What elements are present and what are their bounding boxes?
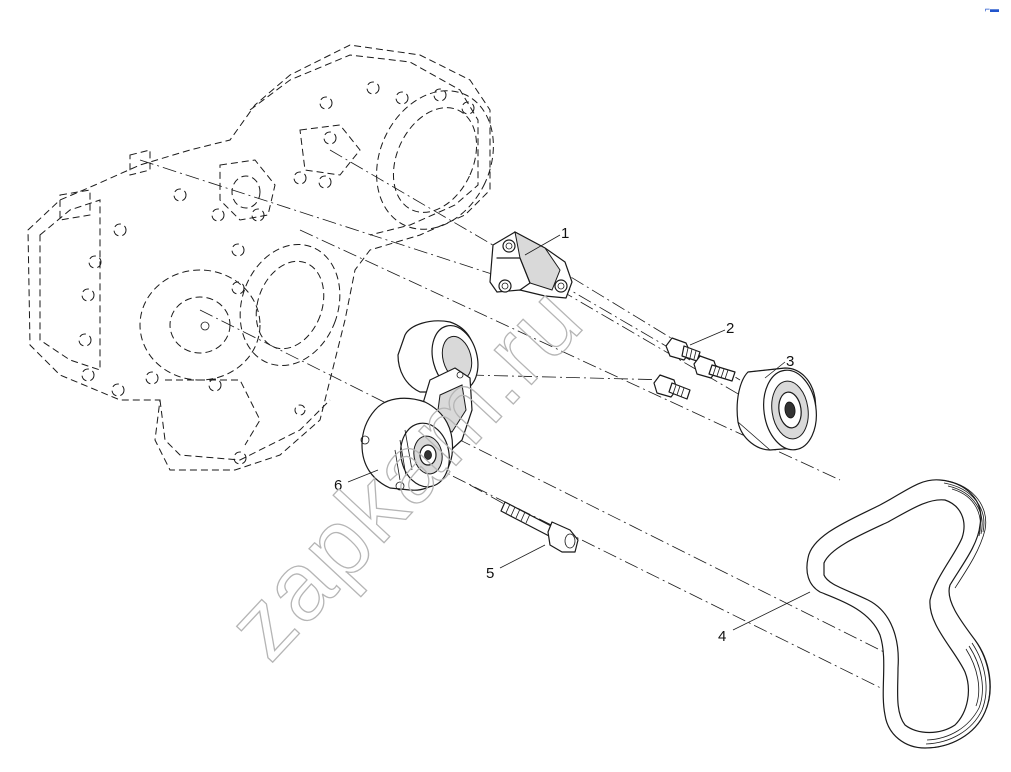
callout-label-4: 4	[718, 628, 726, 645]
callout-5: 5	[486, 544, 546, 582]
watermark-text: zapkam.ru	[207, 265, 603, 679]
callout-label-1: 1	[561, 225, 569, 242]
bolt-a	[665, 337, 701, 362]
poly-v-belt-part	[806, 479, 991, 749]
belt-tensioner-part	[360, 320, 479, 491]
callout-label-6: 6	[334, 477, 342, 494]
callout-6: 6	[334, 469, 379, 494]
cover-bolt-holes	[78, 81, 475, 465]
long-bolt-part	[500, 501, 579, 553]
idler-pulley-part	[736, 367, 817, 451]
assembly-axis-lines	[139, 149, 911, 701]
bolt-c	[653, 374, 691, 400]
callout-2: 2	[689, 320, 734, 346]
bolts-part	[653, 337, 736, 400]
callout-4: 4	[718, 591, 811, 645]
callout-label-5: 5	[486, 565, 494, 582]
callout-label-3: 3	[786, 353, 794, 370]
callout-label-2: 2	[726, 320, 734, 337]
callout-3: 3	[764, 353, 794, 379]
corner-mark: ⌐▬	[984, 4, 999, 14]
callout-1: 1	[524, 225, 569, 256]
timing-cover-housing	[27, 44, 494, 471]
bracket-part	[489, 231, 573, 299]
bolt-b	[693, 355, 736, 382]
